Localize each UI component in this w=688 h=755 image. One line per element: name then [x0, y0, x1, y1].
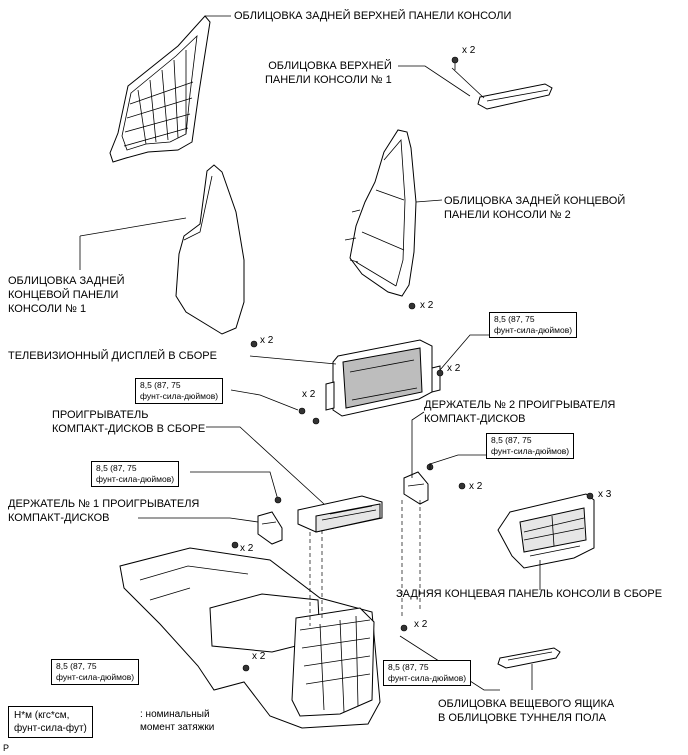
torque-value: 8,5 (87, 75	[56, 661, 97, 671]
label-line: ДЕРЖАТЕЛЬ № 2 ПРОИГРЫВАТЕЛЯ	[424, 399, 616, 411]
figure-reference: P	[3, 743, 10, 753]
torque-box-tv-right: 8,5 (87, 75 фунт-сила-дюймов)	[489, 312, 578, 338]
label-tv-display-assembly: ТЕЛЕВИЗИОННЫЙ ДИСПЛЕЙ В СБОРЕ	[8, 350, 217, 362]
label-line: ПАНЕЛИ КОНСОЛИ № 1	[265, 74, 392, 86]
label-rear-upper-panel-garnish: ОБЛИЦОВКА ЗАДНЕЙ ВЕРХНЕЙ ПАНЕЛИ КОНСОЛИ	[234, 10, 512, 22]
legend-line: Н*м (кгс*см,	[14, 710, 70, 721]
torque-units: фунт-сила-дюймов)	[491, 446, 570, 456]
label-cd-player-bracket-1: ДЕРЖАТЕЛЬ № 1 ПРОИГРЫВАТЕЛЯ КОМПАКТ-ДИСК…	[8, 497, 199, 525]
rear-end-panel-garnish-2-part	[344, 129, 443, 310]
torque-units: фунт-сила-дюймов)	[96, 474, 175, 484]
qty-tv-left: x 2	[302, 389, 316, 400]
torque-box-bracket-2: 8,5 (87, 75 фунт-сила-дюймов)	[486, 433, 575, 459]
qty-tv-right: x 2	[447, 363, 461, 374]
qty-end-panel-2: x 2	[420, 300, 434, 311]
label-line: КОНЦЕВОЙ ПАНЕЛИ	[8, 289, 119, 301]
qty-upper-garnish: x 2	[462, 45, 476, 56]
torque-units: фунт-сила-дюймов)	[56, 672, 135, 682]
torque-box-cd-player: 8,5 (87, 75 фунт-сила-дюймов)	[91, 461, 180, 487]
torque-box-console-left: 8,5 (87, 75 фунт-сила-дюймов)	[51, 659, 140, 685]
torque-units: фунт-сила-дюймов)	[388, 673, 467, 683]
label-line: ПРОИГРЫВАТЕЛЬ	[52, 409, 149, 421]
torque-box-tv-left: 8,5 (87, 75 фунт-сила-дюймов)	[135, 378, 224, 404]
floor-console-part	[119, 500, 500, 729]
qty-console-left: x 2	[252, 651, 266, 662]
label-line: ОБЛИЦОВКА ВЕЩЕВОГО ЯЩИКА	[438, 698, 615, 710]
upper-panel-garnish-1-part	[398, 56, 553, 110]
torque-units: фунт-сила-дюймов)	[140, 391, 219, 401]
cd-player-bracket-1-part	[138, 511, 283, 549]
label-upper-panel-garnish-1: ОБЛИЦОВКА ВЕРХНЕЙ ПАНЕЛИ КОНСОЛИ № 1	[265, 59, 392, 87]
torque-units: фунт-сила-дюймов)	[494, 325, 573, 335]
legend-line: момент затяжки	[140, 722, 215, 733]
qty-bracket-1: x 2	[240, 543, 254, 554]
rear-end-panel-garnish-1-part	[79, 164, 258, 348]
torque-value: 8,5 (87, 75	[96, 463, 137, 473]
label-cd-player-assembly: ПРОИГРЫВАТЕЛЬ КОМПАКТ-ДИСКОВ В СБОРЕ	[52, 408, 205, 436]
torque-value: 8,5 (87, 75	[140, 380, 181, 390]
rear-end-panel-assembly-part	[497, 492, 595, 590]
label-rear-end-panel-assembly: ЗАДНЯЯ КОНЦЕВАЯ ПАНЕЛЬ КОНСОЛИ В СБОРЕ	[396, 588, 663, 600]
label-box-garnish: ОБЛИЦОВКА ВЕЩЕВОГО ЯЩИКА В ОБЛИЦОВКЕ ТУН…	[438, 697, 614, 725]
label-line: КОНСОЛИ № 1	[8, 303, 87, 315]
label-line: КОМПАКТ-ДИСКОВ В СБОРЕ	[52, 423, 206, 435]
legend-description: : номинальный момент затяжки	[140, 708, 214, 734]
label-cd-player-bracket-2: ДЕРЖАТЕЛЬ № 2 ПРОИГРЫВАТЕЛЯ КОМПАКТ-ДИСК…	[424, 398, 615, 426]
torque-box-console-right: 8,5 (87, 75 фунт-сила-дюймов)	[383, 660, 472, 686]
qty-end-panel-1: x 2	[260, 335, 274, 346]
torque-value: 8,5 (87, 75	[491, 435, 532, 445]
label-line: ОБЛИЦОВКА ЗАДНЕЙ КОНЦЕВОЙ	[444, 195, 626, 207]
tv-display-assembly-part	[230, 334, 490, 425]
torque-value: 8,5 (87, 75	[388, 662, 429, 672]
label-line: ПАНЕЛИ КОНСОЛИ № 2	[444, 209, 571, 221]
qty-bracket-2: x 2	[469, 481, 483, 492]
rear-upper-panel-garnish-part	[109, 15, 231, 163]
label-line: ОБЛИЦОВКА ВЕРХНЕЙ	[268, 60, 392, 72]
legend-line: : номинальный	[140, 709, 210, 720]
qty-rear-panel: x 3	[598, 489, 612, 500]
label-rear-end-panel-garnish-1: ОБЛИЦОВКА ЗАДНЕЙ КОНЦЕВОЙ ПАНЕЛИ КОНСОЛИ…	[8, 274, 124, 316]
qty-console-right: x 2	[414, 619, 428, 630]
label-line: В ОБЛИЦОВКЕ ТУННЕЛЯ ПОЛА	[438, 712, 606, 724]
torque-value: 8,5 (87, 75	[494, 314, 535, 324]
torque-units-legend: Н*м (кгс*см, фунт-сила-фут)	[8, 706, 93, 738]
label-rear-end-panel-garnish-2: ОБЛИЦОВКА ЗАДНЕЙ КОНЦЕВОЙ ПАНЕЛИ КОНСОЛИ…	[444, 194, 625, 222]
label-line: КОМПАКТ-ДИСКОВ	[8, 512, 110, 524]
cd-player-bracket-2-part	[403, 411, 488, 505]
cd-player-assembly-part	[190, 426, 383, 533]
label-line: ОБЛИЦОВКА ЗАДНЕЙ	[8, 275, 125, 287]
legend-line: фунт-сила-фут)	[14, 723, 87, 734]
label-line: ДЕРЖАТЕЛЬ № 1 ПРОИГРЫВАТЕЛЯ	[8, 498, 200, 510]
box-garnish-part	[497, 647, 561, 690]
label-line: КОМПАКТ-ДИСКОВ	[424, 413, 526, 425]
